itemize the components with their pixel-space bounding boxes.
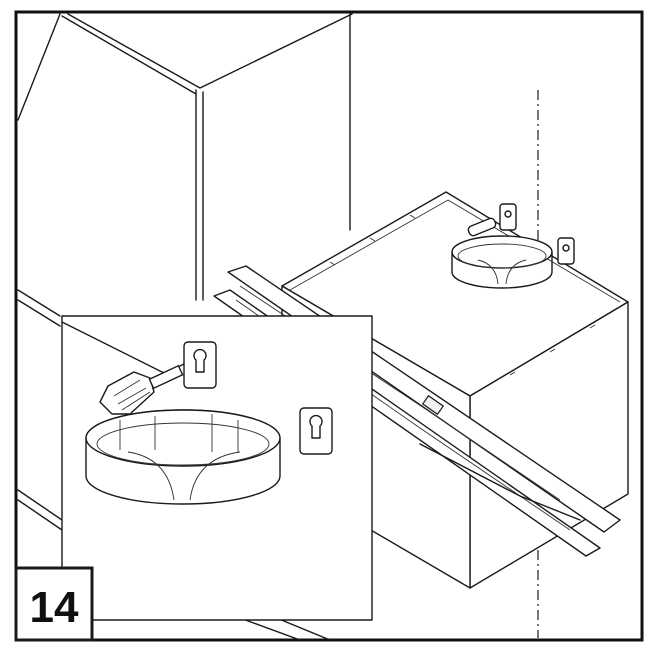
wall-cabinet-background	[17, 13, 353, 327]
step-number: 14	[30, 583, 79, 632]
large-collar	[85, 409, 281, 505]
screw	[99, 355, 201, 415]
detail-inset	[61, 315, 373, 621]
keyhole-bracket	[183, 341, 333, 455]
exhaust-collar	[451, 235, 553, 289]
wall-bracket-small	[467, 203, 575, 265]
step-badge: 14	[14, 566, 94, 642]
